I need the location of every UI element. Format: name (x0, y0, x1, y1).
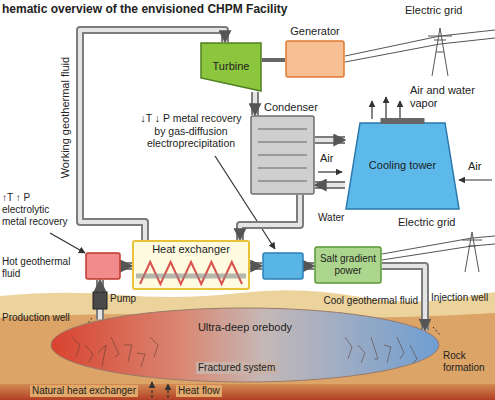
salt-gradient-box: Salt gradient power (314, 246, 382, 284)
node-label: Heat exchanger (132, 243, 250, 256)
turbine: Turbine (200, 42, 262, 92)
drive-shaft (262, 60, 285, 61)
grid-label: Electric grid (405, 4, 485, 17)
power-line (345, 28, 495, 272)
well-label: Injection well (431, 292, 493, 304)
node-label: ↑T ↑ P electrolytic metal recovery (2, 192, 72, 228)
condenser: Condenser (250, 115, 315, 195)
electroprecipitation-unit-shape (262, 252, 304, 280)
part-label: Pump (110, 293, 142, 305)
diagram-title: hematic overview of the envisioned CHPM … (2, 2, 287, 16)
rock-label: Rock formation (443, 350, 493, 374)
node-text: Cooling tower (369, 159, 436, 172)
note-label: Heat flow (176, 385, 222, 397)
well-label: Production well (2, 312, 82, 324)
node-label: ↓T ↓ P metal recovery by gas-diffusion e… (135, 112, 247, 150)
pipe-label: Working geothermal fluid (59, 43, 72, 193)
node-text: Turbine (213, 60, 250, 73)
note-label: Fractured system (196, 362, 277, 374)
ground-surface (0, 290, 495, 400)
generator: Generator (285, 40, 345, 78)
flow-label: Water (318, 212, 352, 224)
fluid-pipe (304, 266, 314, 267)
fluid-pipe (240, 195, 300, 240)
flow-label: Air (468, 160, 492, 173)
fluid-label: Hot geothermal fluid (2, 256, 82, 280)
fluid-pipe (121, 266, 132, 267)
electroprecipitation-unit: ↓T ↓ P metal recovery by gas-diffusion e… (262, 252, 304, 280)
heat-exchanger: Heat exchanger (132, 240, 250, 290)
heat-layer (0, 384, 495, 400)
electrolytic-unit: ↑T ↑ P electrolytic metal recovery (85, 252, 121, 280)
fluid-label: Cool geothermal fluid (300, 295, 418, 307)
fluid-pipe (315, 185, 345, 186)
fluid-pipe (250, 266, 262, 267)
node-label: Condenser (264, 101, 336, 114)
fluid-pipe (315, 140, 345, 141)
pump-symbol (93, 292, 107, 309)
fluid-pipe (255, 92, 256, 115)
electrolytic-unit-shape (85, 252, 121, 280)
node-label: Generator (280, 25, 350, 38)
generator-shape (285, 40, 345, 78)
condenser-shape (250, 115, 315, 195)
cooling-tower: Cooling tower (345, 122, 460, 210)
flow-label: Air (320, 152, 344, 165)
grid-label: Electric grid (398, 216, 470, 229)
node-label: Ultra-deep orebody (185, 321, 305, 334)
note-label: Natural heat exchanger (30, 385, 138, 397)
flow-label: Air and water vapor (410, 84, 478, 110)
node-text: Salt gradient power (317, 253, 379, 277)
heat-flow-arrows (152, 382, 168, 398)
